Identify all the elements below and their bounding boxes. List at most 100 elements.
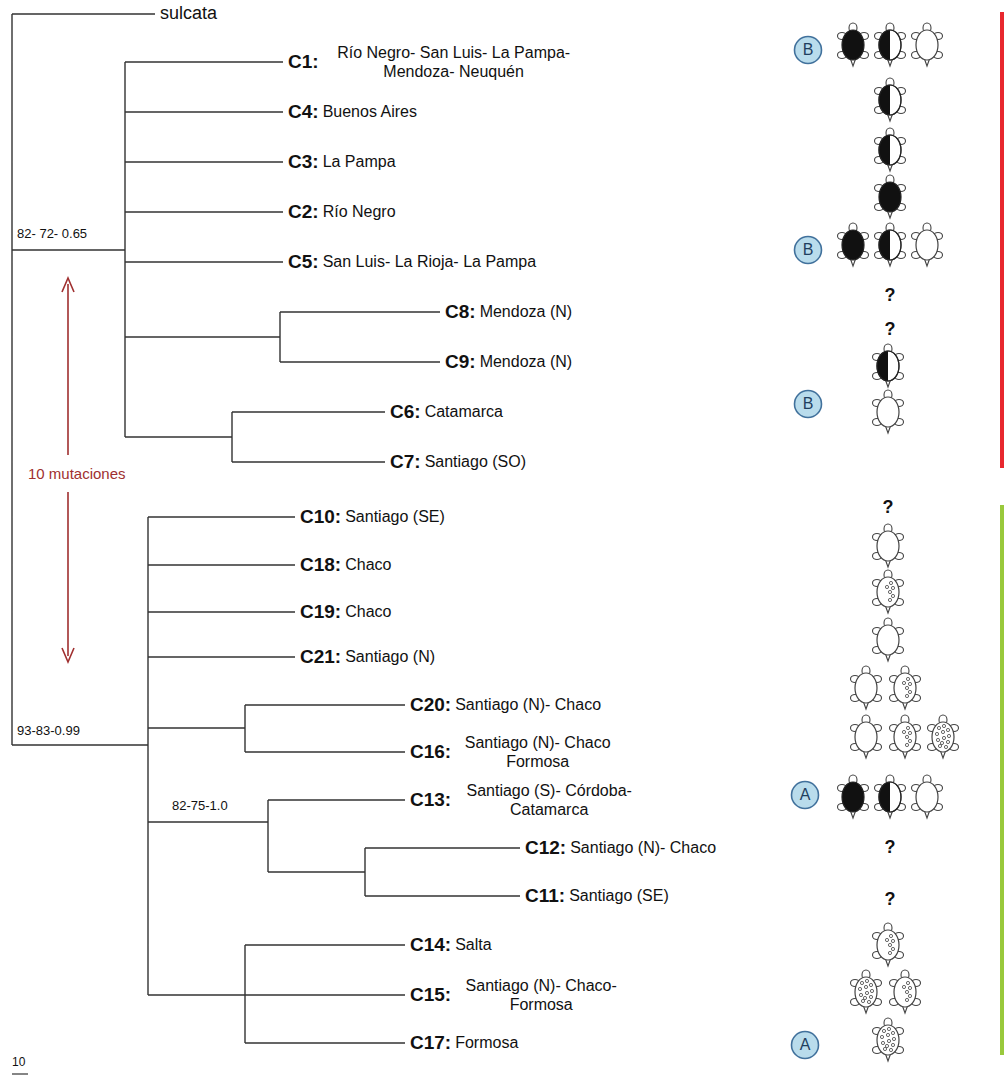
unknown-pattern: ? [883, 497, 894, 517]
scale-bar [12, 1073, 28, 1074]
tortoise-icon [851, 715, 882, 758]
unknown-pattern: ? [885, 319, 896, 339]
outgroup-label: sulcata [160, 3, 217, 23]
tortoise-icon [890, 715, 921, 758]
locality-label: Río Negro [323, 203, 396, 220]
clade-id-slot: C3: [288, 151, 319, 174]
locality-label: Santiago (SO) [425, 453, 526, 470]
scale-label-slot: 10 [12, 1055, 25, 1069]
clade-circle: A [790, 780, 820, 810]
locality-label-slot: Santiago (N)- Chaco [455, 695, 601, 714]
clade-id-slot: C14: [410, 934, 451, 957]
locality-label: Santiago (N)- Chaco Formosa [465, 734, 611, 770]
clade-id: C3: [288, 151, 319, 172]
clade-id: C8: [445, 301, 476, 322]
tortoise-icon [838, 775, 869, 818]
support-values: 82-75-1.0 [172, 798, 228, 813]
unknown-pattern-slot: ? [885, 837, 896, 859]
clade-circle: A [790, 1030, 820, 1060]
locality-label-slot: Salta [455, 935, 491, 954]
locality-label: Santiago (N) [345, 648, 435, 665]
clade-id: C16: [410, 741, 451, 762]
tortoise-icon [912, 23, 943, 66]
unknown-pattern-slot: ? [885, 285, 896, 307]
locality-label: Catamarca [425, 403, 503, 420]
clade-id-slot: C11: [525, 885, 565, 908]
locality-label-slot: Catamarca [425, 402, 503, 421]
tortoise-icon [873, 524, 904, 567]
mutation-count: 10 mutaciones [28, 465, 126, 482]
clade-id-slot: C9: [445, 351, 476, 374]
clade-id-slot: C17: [410, 1032, 451, 1055]
clade-id: C19: [300, 601, 341, 622]
tree-branches [12, 14, 520, 1043]
tortoise-icon [890, 666, 921, 709]
tortoise-icon [875, 23, 906, 66]
clade-id: C1: [288, 51, 319, 72]
locality-label: Santiago (SE) [569, 887, 669, 904]
clade-id: C11: [525, 885, 565, 906]
locality-label: Chaco [345, 603, 391, 620]
locality-label: Río Negro- San Luis- La Pampa- Mendoza- … [337, 44, 570, 80]
clade-id: C14: [410, 934, 451, 955]
locality-label: Mendoza (N) [480, 353, 572, 370]
clade-id-slot: C15: [410, 984, 451, 1007]
unknown-pattern-slot: ? [885, 889, 896, 911]
clade-id-slot: C13: [410, 789, 451, 812]
clade-bar-green [1000, 505, 1004, 1055]
unknown-pattern: ? [885, 837, 896, 857]
clade-letter: B [793, 42, 823, 58]
locality-label: San Luis- La Rioja- La Pampa [323, 253, 536, 270]
tortoise-icon [873, 1018, 904, 1061]
clade-id-slot: C18: [300, 554, 341, 577]
support-values-slot: 82-75-1.0 [172, 798, 228, 814]
clade-id-slot: C20: [410, 694, 451, 717]
locality-label-slot: La Pampa [323, 152, 396, 171]
tortoise-icon [912, 223, 943, 266]
locality-label-slot: Santiago (N)- Chaco Formosa [455, 733, 620, 771]
tortoise-icon [873, 570, 904, 613]
locality-label: Santiago (S)- Córdoba- Catamarca [466, 782, 631, 818]
clade-circle: B [793, 35, 823, 65]
locality-label: Mendoza (N) [480, 303, 572, 320]
clade-id-slot: C2: [288, 201, 319, 224]
locality-label-slot: Santiago (S)- Córdoba- Catamarca [455, 781, 643, 819]
tortoise-icon [873, 923, 904, 966]
clade-circle: B [793, 389, 823, 419]
locality-label-slot: Santiago (N) [345, 647, 435, 666]
tortoise-icon [875, 775, 906, 818]
support-values: 93-83-0.99 [17, 723, 80, 738]
clade-id: C2: [288, 201, 319, 222]
tortoise-icon [851, 666, 882, 709]
tortoise-icon [873, 390, 904, 433]
locality-label-slot: Formosa [455, 1033, 518, 1052]
unknown-pattern: ? [885, 285, 896, 305]
locality-label: Buenos Aires [323, 103, 417, 120]
clade-id: C5: [288, 251, 319, 272]
clade-id: C7: [390, 451, 421, 472]
tortoise-icon [838, 223, 869, 266]
tortoise-icon [890, 970, 921, 1013]
locality-label: Santiago (SE) [345, 508, 445, 525]
tortoise-icon [875, 223, 906, 266]
locality-label: Chaco [345, 556, 391, 573]
clade-id: C17: [410, 1032, 451, 1053]
unknown-pattern: ? [885, 889, 896, 909]
clade-letter: B [793, 242, 823, 258]
clade-id: C13: [410, 789, 451, 810]
clade-id-slot: C1: [288, 51, 319, 74]
support-values-slot: 82- 72- 0.65 [17, 226, 87, 242]
clade-id: C12: [525, 837, 566, 858]
clade-bar-red [1000, 12, 1004, 468]
locality-label: Salta [455, 936, 491, 953]
locality-label: Santiago (N)- Chaco- Formosa [466, 977, 617, 1013]
clade-id-slot: C4: [288, 101, 319, 124]
outgroup-label-slot: sulcata [160, 3, 217, 25]
clade-letter: A [790, 1037, 820, 1053]
locality-label-slot: Mendoza (N) [480, 302, 572, 321]
clade-id-slot: C12: [525, 837, 566, 860]
locality-label-slot: Chaco [345, 602, 391, 621]
